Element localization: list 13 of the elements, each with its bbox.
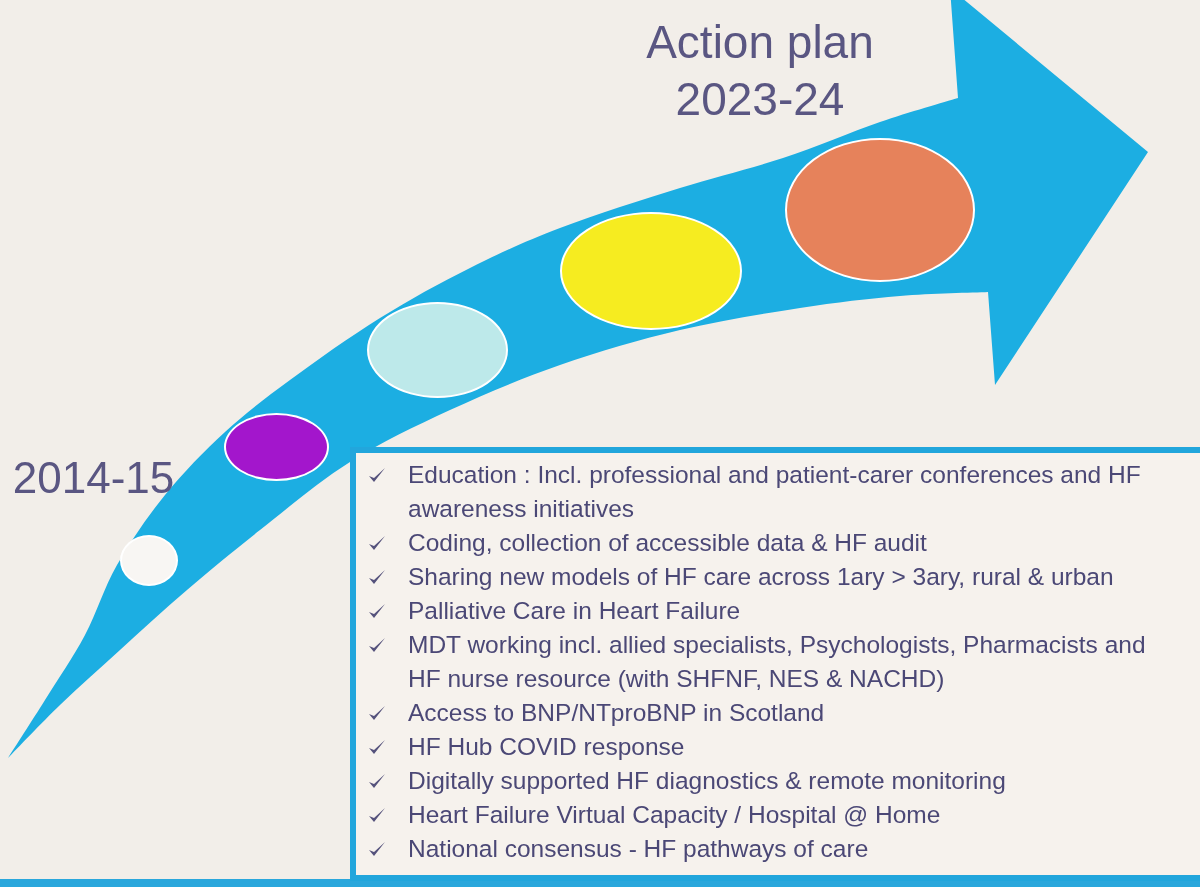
checklist-item: Access to BNP/NTproBNP in Scotland <box>408 698 825 728</box>
checklist-panel <box>350 447 1200 881</box>
checklist-item: Coding, collection of accessible data & HF audit <box>408 528 927 558</box>
checklist-item: Palliative Care in Heart Failure <box>408 596 741 626</box>
checklist-item: Sharing new models of HF care across 1ary > 3ary, rural & urban <box>408 562 1114 592</box>
checklist-item: Education : Incl. professional and patient-carer conferences and HF awareness initiatives <box>408 460 1142 524</box>
checklist-item: HF Hub COVID response <box>408 732 685 762</box>
period-label: Action plan 2023-24 <box>645 15 875 127</box>
period-label: 2014-15 <box>11 452 176 504</box>
checklist-item: Digitally supported HF diagnostics & remote monitoring <box>408 766 1006 796</box>
checklist-item: MDT working incl. allied specialists, Psychologists, Pharmacists and HF nurse resource (with SHFNF, NES & NACHD) <box>408 630 1147 694</box>
checklist-item: Heart Failure Virtual Capacity / Hospital @ Home <box>408 800 941 830</box>
checklist-item: National consensus - HF pathways of care <box>408 834 869 864</box>
